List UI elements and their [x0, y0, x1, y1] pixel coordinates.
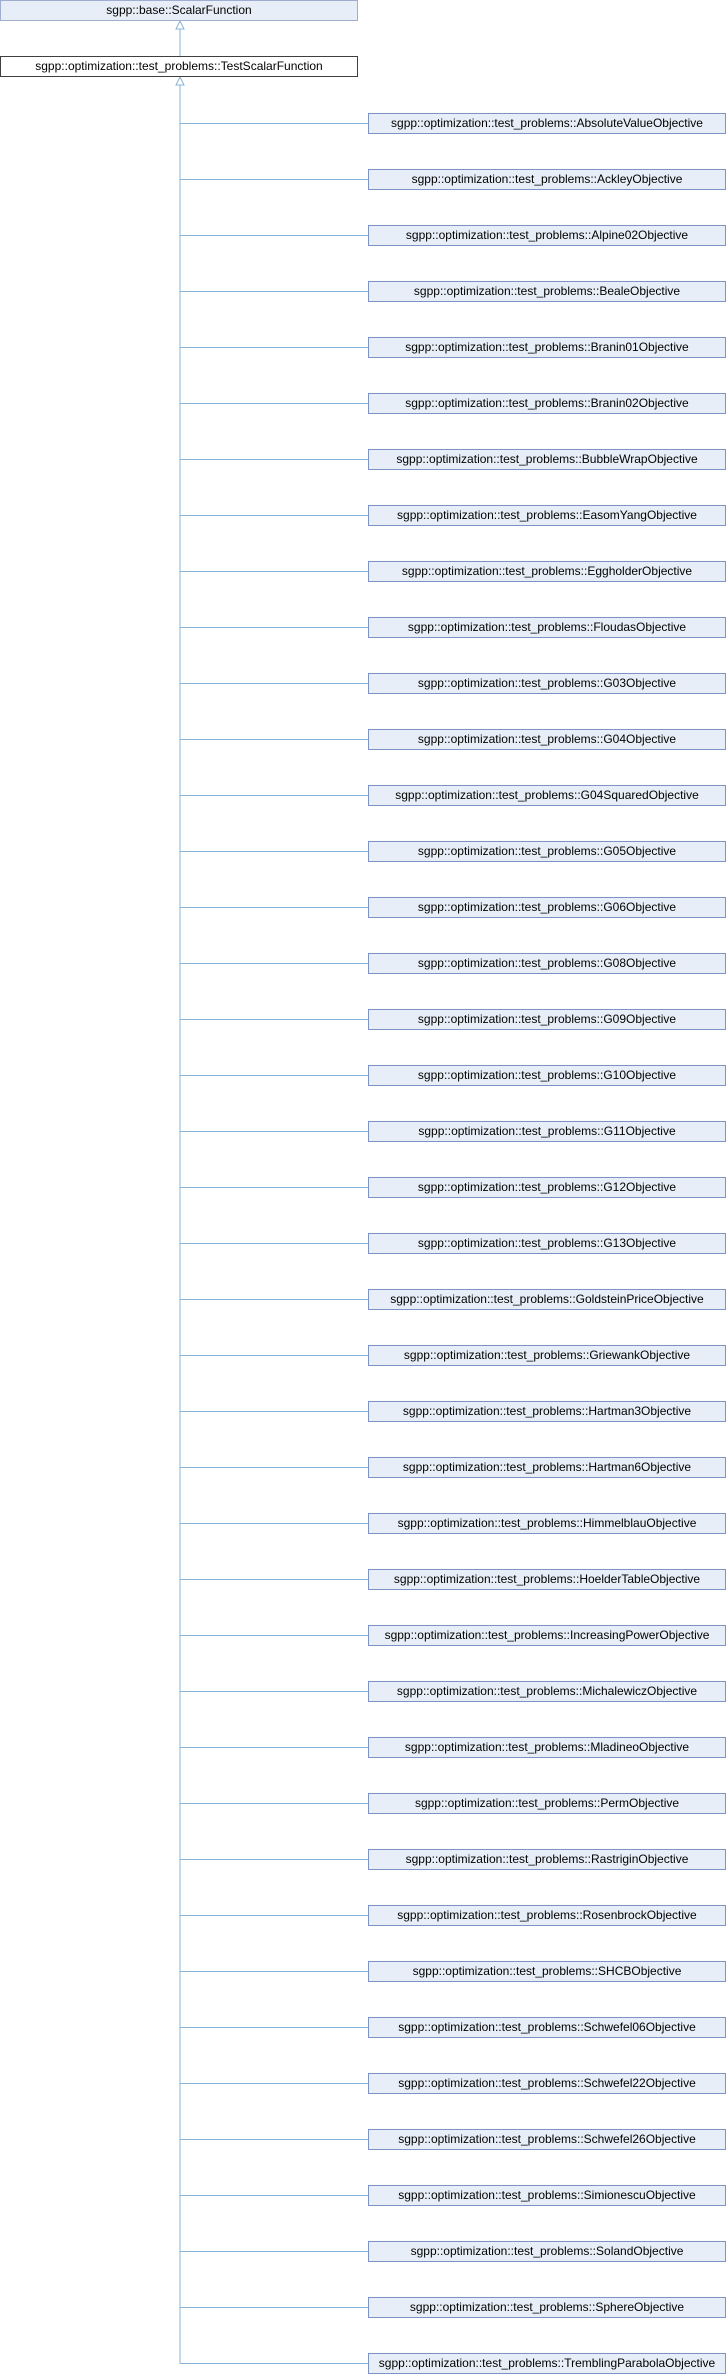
derived-class-node[interactable]: sgpp::optimization::test_problems::G09Ob… — [368, 1009, 726, 1030]
derived-class-node[interactable]: sgpp::optimization::test_problems::Rastr… — [368, 1849, 726, 1870]
base-class-node[interactable]: sgpp::base::ScalarFunction — [0, 0, 358, 21]
derived-class-node[interactable]: sgpp::optimization::test_problems::G13Ob… — [368, 1233, 726, 1254]
derived-class-node[interactable]: sgpp::optimization::test_problems::G06Ob… — [368, 897, 726, 918]
derived-class-node[interactable]: sgpp::optimization::test_problems::Golds… — [368, 1289, 726, 1310]
derived-class-node[interactable]: sgpp::optimization::test_problems::G04Sq… — [368, 785, 726, 806]
derived-class-node[interactable]: sgpp::optimization::test_problems::G08Ob… — [368, 953, 726, 974]
derived-class-node[interactable]: sgpp::optimization::test_problems::Eggho… — [368, 561, 726, 582]
derived-class-node[interactable]: sgpp::optimization::test_problems::Floud… — [368, 617, 726, 638]
derived-class-node[interactable]: sgpp::optimization::test_problems::Schwe… — [368, 2017, 726, 2038]
derived-class-node[interactable]: sgpp::optimization::test_problems::G03Ob… — [368, 673, 726, 694]
derived-class-node[interactable]: sgpp::optimization::test_problems::G10Ob… — [368, 1065, 726, 1086]
derived-class-node[interactable]: sgpp::optimization::test_problems::SHCBO… — [368, 1961, 726, 1982]
derived-class-node[interactable]: sgpp::optimization::test_problems::G05Ob… — [368, 841, 726, 862]
derived-class-node[interactable]: sgpp::optimization::test_problems::Hartm… — [368, 1457, 726, 1478]
derived-class-node[interactable]: sgpp::optimization::test_problems::G11Ob… — [368, 1121, 726, 1142]
derived-class-node[interactable]: sgpp::optimization::test_problems::Mladi… — [368, 1737, 726, 1758]
derived-class-node[interactable]: sgpp::optimization::test_problems::G12Ob… — [368, 1177, 726, 1198]
derived-class-node[interactable]: sgpp::optimization::test_problems::Alpin… — [368, 225, 726, 246]
derived-class-node[interactable]: sgpp::optimization::test_problems::Absol… — [368, 113, 726, 134]
derived-class-node[interactable]: sgpp::optimization::test_problems::Spher… — [368, 2297, 726, 2318]
derived-class-node[interactable]: sgpp::optimization::test_problems::Bubbl… — [368, 449, 726, 470]
derived-class-node[interactable]: sgpp::optimization::test_problems::Solan… — [368, 2241, 726, 2262]
derived-class-node[interactable]: sgpp::optimization::test_problems::Tremb… — [368, 2353, 726, 2374]
derived-class-node[interactable]: sgpp::optimization::test_problems::Ackle… — [368, 169, 726, 190]
derived-class-node[interactable]: sgpp::optimization::test_problems::Hartm… — [368, 1401, 726, 1422]
inheritance-arrow-icon — [175, 19, 185, 30]
derived-class-node[interactable]: sgpp::optimization::test_problems::G04Ob… — [368, 729, 726, 750]
derived-class-node[interactable]: sgpp::optimization::test_problems::Himme… — [368, 1513, 726, 1534]
derived-class-node[interactable]: sgpp::optimization::test_problems::Incre… — [368, 1625, 726, 1646]
derived-class-node[interactable]: sgpp::optimization::test_problems::PermO… — [368, 1793, 726, 1814]
derived-class-node[interactable]: sgpp::optimization::test_problems::Micha… — [368, 1681, 726, 1702]
derived-class-node[interactable]: sgpp::optimization::test_problems::Simio… — [368, 2185, 726, 2206]
derived-class-node[interactable]: sgpp::optimization::test_problems::Rosen… — [368, 1905, 726, 1926]
derived-class-node[interactable]: sgpp::optimization::test_problems::Schwe… — [368, 2129, 726, 2150]
current-class-node[interactable]: sgpp::optimization::test_problems::TestS… — [0, 56, 358, 77]
derived-class-node[interactable]: sgpp::optimization::test_problems::Brani… — [368, 393, 726, 414]
derived-class-node[interactable]: sgpp::optimization::test_problems::Easom… — [368, 505, 726, 526]
derived-class-node[interactable]: sgpp::optimization::test_problems::Brani… — [368, 337, 726, 358]
derived-class-node[interactable]: sgpp::optimization::test_problems::Beale… — [368, 281, 726, 302]
inheritance-arrow-icon — [175, 75, 185, 86]
derived-class-node[interactable]: sgpp::optimization::test_problems::Schwe… — [368, 2073, 726, 2094]
derived-class-node[interactable]: sgpp::optimization::test_problems::Griew… — [368, 1345, 726, 1366]
derived-class-node[interactable]: sgpp::optimization::test_problems::Hoeld… — [368, 1569, 726, 1590]
